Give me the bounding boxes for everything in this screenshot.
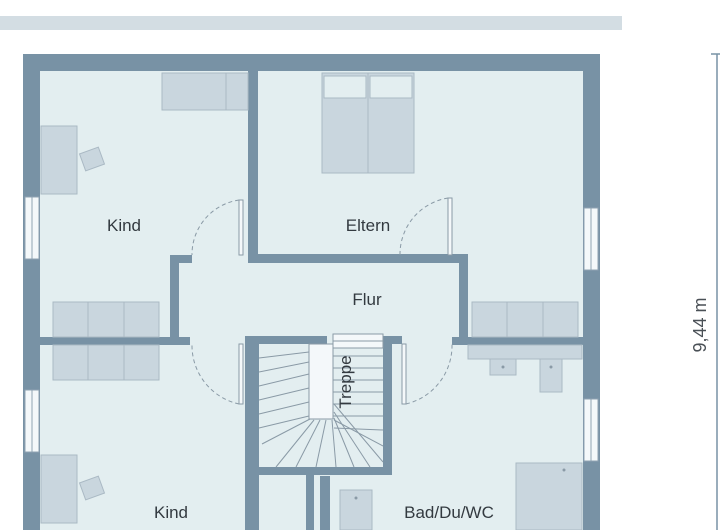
room-label-kind-top: Kind (107, 216, 141, 235)
wall-kind-kind (40, 337, 190, 345)
room-label-treppe: Treppe (336, 355, 355, 408)
room-label-bad: Bad/Du/WC (404, 503, 494, 522)
sink (539, 358, 563, 393)
header-bar (0, 16, 622, 30)
wardrobe-kind-lower (52, 344, 160, 381)
wall-left-flur-vertical (170, 255, 179, 343)
interior-walls (40, 71, 583, 530)
bathtub (515, 462, 583, 530)
door-bad-leaf (401, 343, 407, 405)
desk-kind-bottom (40, 454, 78, 524)
door-kind-top-arc (191, 199, 240, 256)
chair-kind-bottom (78, 475, 106, 501)
stair-wall-top (245, 336, 327, 344)
dimension-line (711, 53, 720, 530)
stair-wall-right (383, 336, 392, 474)
windows (24, 196, 599, 462)
door-eltern-arc (399, 197, 449, 256)
wall-kind-eltern (248, 71, 258, 260)
wardrobe-eltern (471, 301, 579, 338)
wall-eltern-flur (248, 254, 468, 263)
wardrobe-kind-upper (52, 301, 160, 338)
bad-wall-inner (320, 476, 330, 530)
floor-area (40, 71, 583, 530)
wardrobe-kind-top (161, 72, 249, 111)
shower (339, 489, 373, 530)
doors (191, 197, 453, 405)
bad-counter (467, 344, 583, 360)
staircase (258, 333, 384, 468)
door-bad-arc (405, 343, 453, 405)
wall-right-stub (452, 337, 583, 345)
room-label-flur: Flur (352, 290, 382, 309)
stair-core (308, 343, 334, 420)
wall-right-flur-vertical (459, 255, 468, 343)
door-kind-top-leaf (238, 199, 244, 256)
furniture (40, 72, 583, 530)
stair-wall-bottom (245, 467, 392, 475)
door-eltern-leaf (447, 197, 453, 256)
dimension-label-depth: 9,44 m (690, 297, 710, 352)
door-kind-bottom-arc (191, 343, 240, 405)
chair-kind-top (78, 146, 106, 172)
room-label-eltern: Eltern (346, 216, 390, 235)
room-label-kind-bottom: Kind (154, 503, 188, 522)
door-kind-bottom-leaf (238, 343, 244, 405)
wall-left-flur-stub (170, 255, 192, 263)
stair-wall-left (245, 336, 259, 530)
desk-kind-top (40, 125, 78, 195)
bad-wall-left (306, 470, 314, 530)
